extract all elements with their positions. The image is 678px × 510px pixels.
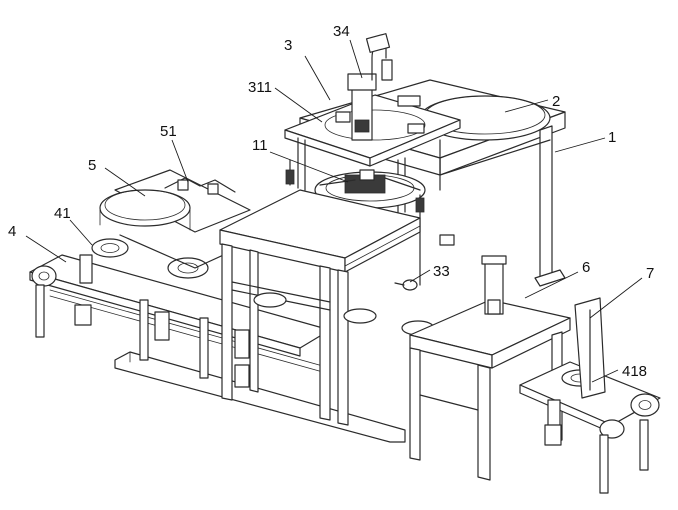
main-cabinet (219, 189, 455, 426)
leader-2 (504, 99, 549, 113)
leader-33 (409, 269, 431, 283)
callout-4: 4 (8, 223, 16, 240)
leader-6 (524, 271, 579, 299)
leader-4 (25, 235, 67, 263)
callout-41: 41 (54, 205, 71, 222)
leader-11 (269, 151, 349, 183)
callout-51: 51 (160, 123, 177, 140)
callout-6: 6 (582, 259, 590, 276)
callout-7: 7 (646, 265, 654, 282)
callout-33: 33 (433, 263, 450, 280)
right-conveyor (519, 297, 661, 494)
leader-311 (274, 87, 323, 123)
callout-2: 2 (552, 93, 560, 110)
base-rail (114, 351, 406, 443)
callout-labels: 3 34 311 2 1 51 11 5 41 4 33 6 7 418 (8, 23, 654, 380)
callout-3: 3 (284, 37, 292, 54)
callout-34: 34 (333, 23, 350, 40)
callout-1: 1 (608, 129, 616, 146)
right-cabinet (409, 255, 571, 481)
leader-34 (349, 39, 363, 79)
leader-3 (304, 55, 331, 101)
leader-lines (25, 39, 643, 383)
leader-41 (69, 219, 93, 246)
callout-5: 5 (88, 157, 96, 174)
leader-5 (104, 167, 146, 197)
callout-418: 418 (622, 363, 647, 380)
left-turntable (99, 169, 251, 269)
leader-418 (591, 369, 619, 383)
top-plate-assembly (284, 33, 461, 216)
leader-51 (171, 139, 189, 183)
leader-1 (554, 137, 606, 153)
leader-7 (589, 277, 643, 319)
callout-311: 311 (248, 79, 272, 96)
callout-11: 11 (252, 137, 268, 154)
clamp-group (74, 254, 250, 388)
